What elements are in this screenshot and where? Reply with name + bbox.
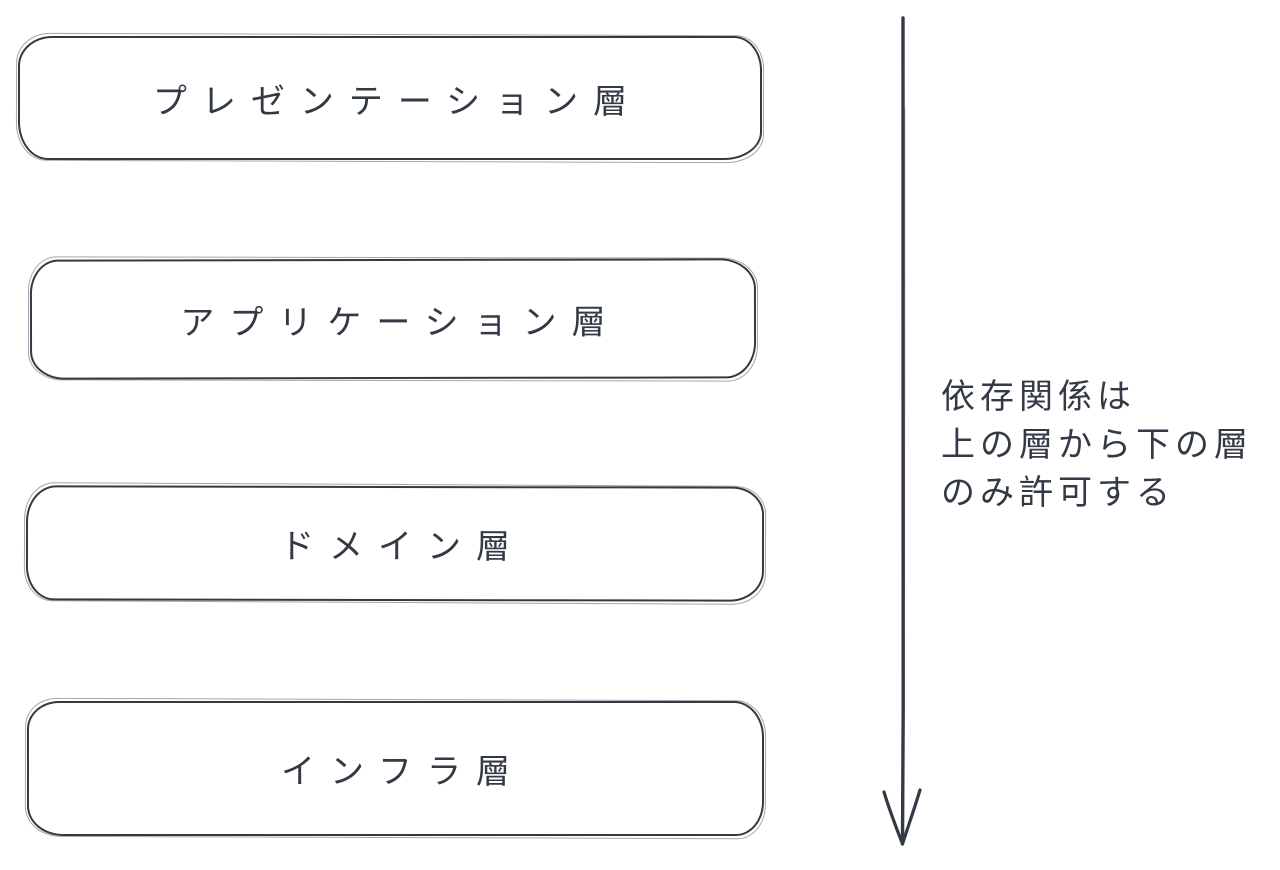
annotation-line-1: 依存関係は	[941, 377, 1136, 417]
arrow-down-icon	[882, 16, 922, 846]
layer-box-application: アプリケーション層	[29, 258, 757, 380]
layer-label-domain: ドメイン層	[279, 526, 526, 568]
dependency-annotation: 依存関係は 上の層から下の層 のみ許可する	[941, 373, 1253, 517]
layer-box-domain: ドメイン層	[25, 485, 765, 602]
layer-box-presentation: プレゼンテーション層	[18, 36, 762, 160]
layer-label-application: アプリケーション層	[180, 302, 621, 343]
dependency-direction-arrow	[870, 8, 940, 864]
layer-label-presentation: プレゼンテーション層	[152, 81, 643, 122]
layer-box-infrastructure: インフラ層	[27, 701, 764, 836]
annotation-line-3: のみ許可する	[941, 473, 1175, 513]
layer-label-infrastructure: インフラ層	[281, 752, 525, 792]
annotation-line-2: 上の層から下の層	[941, 425, 1253, 465]
